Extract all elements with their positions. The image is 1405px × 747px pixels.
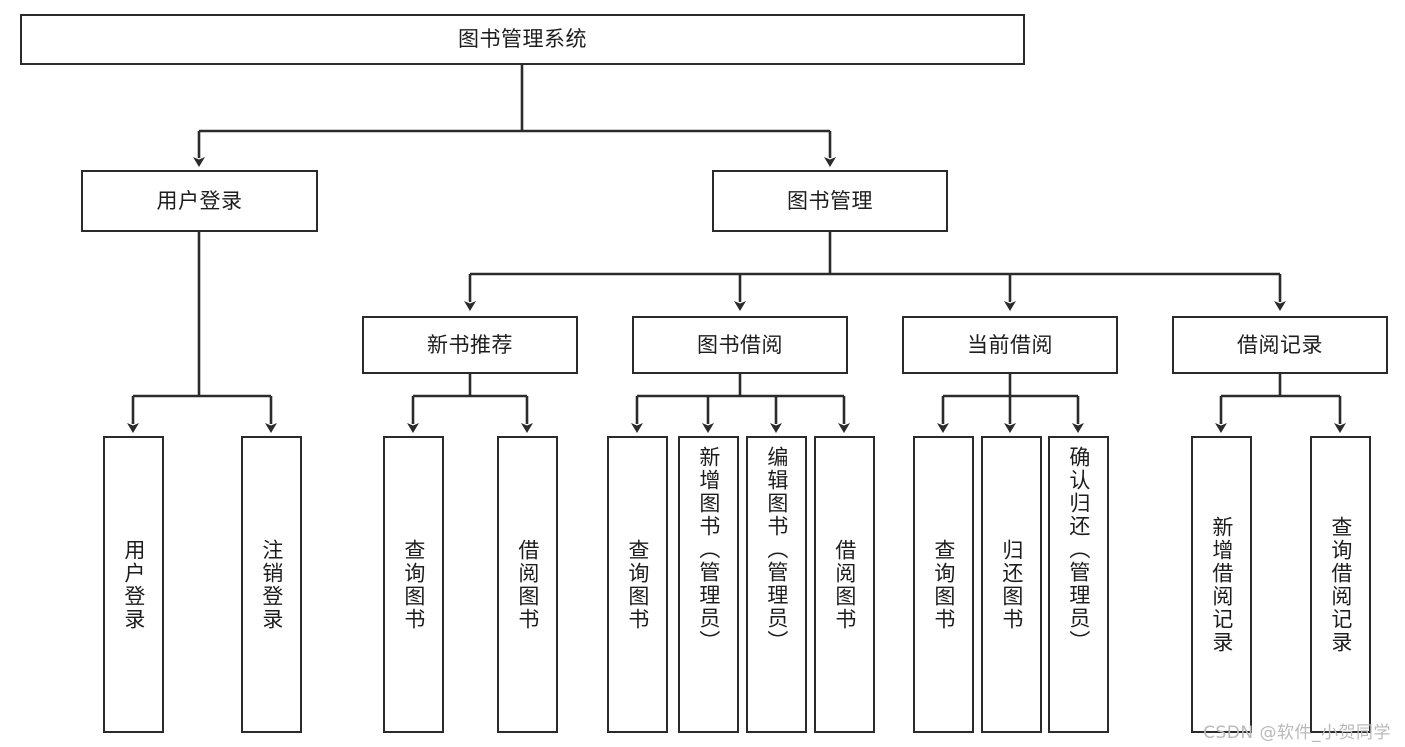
edge-newbook-to-leaves bbox=[407, 374, 533, 433]
node-label: 查询借阅记录 bbox=[1328, 515, 1353, 654]
node-label: 新书推荐 bbox=[427, 332, 513, 357]
node-current-borrow[interactable]: 当前借阅 bbox=[902, 316, 1118, 374]
node-label: 借阅图书 bbox=[515, 538, 540, 631]
node-leaf-user-login[interactable]: 用户登录 bbox=[103, 436, 164, 733]
node-label: 查询图书 bbox=[931, 538, 956, 631]
node-leaf-edit-book[interactable]: 编辑图书（管理员） bbox=[746, 436, 807, 733]
node-new-book-recommend[interactable]: 新书推荐 bbox=[362, 316, 578, 374]
edge-userlogin-to-leaves bbox=[127, 232, 277, 433]
node-leaf-query-book-3[interactable]: 查询图书 bbox=[913, 436, 974, 733]
node-label: 确认归还（管理员） bbox=[1066, 446, 1091, 653]
node-borrow-record[interactable]: 借阅记录 bbox=[1172, 316, 1388, 374]
node-label: 图书管理系统 bbox=[458, 27, 587, 52]
edge-root-to-level2 bbox=[193, 65, 836, 167]
node-label: 借阅图书 bbox=[832, 538, 857, 631]
node-leaf-query-record[interactable]: 查询借阅记录 bbox=[1310, 436, 1371, 733]
node-leaf-borrow-book-2[interactable]: 借阅图书 bbox=[814, 436, 875, 733]
node-label: 用户登录 bbox=[156, 188, 243, 213]
node-book-borrow[interactable]: 图书借阅 bbox=[632, 316, 848, 374]
node-leaf-confirm-return[interactable]: 确认归还（管理员） bbox=[1048, 436, 1109, 733]
node-leaf-add-record[interactable]: 新增借阅记录 bbox=[1191, 436, 1252, 733]
node-label: 查询图书 bbox=[625, 538, 650, 631]
node-leaf-query-book-2[interactable]: 查询图书 bbox=[607, 436, 668, 733]
node-label: 当前借阅 bbox=[967, 332, 1053, 357]
node-label: 用户登录 bbox=[121, 538, 146, 631]
node-leaf-borrow-book-1[interactable]: 借阅图书 bbox=[497, 436, 558, 733]
edge-bookmanage-to-level3 bbox=[464, 232, 1286, 311]
node-leaf-query-book-1[interactable]: 查询图书 bbox=[383, 436, 444, 733]
edge-currentborrow-to-leaves bbox=[937, 374, 1084, 433]
node-user-login[interactable]: 用户登录 bbox=[81, 170, 318, 232]
node-label: 注销登录 bbox=[259, 538, 284, 631]
node-label: 查询图书 bbox=[401, 538, 426, 631]
edge-borrowrecord-to-leaves bbox=[1215, 374, 1346, 433]
node-label: 图书借阅 bbox=[697, 332, 783, 357]
node-label: 编辑图书（管理员） bbox=[764, 446, 789, 653]
node-label: 新增图书（管理员） bbox=[696, 446, 721, 653]
node-book-manage[interactable]: 图书管理 bbox=[712, 170, 948, 232]
node-root-book-management-system[interactable]: 图书管理系统 bbox=[20, 14, 1025, 65]
node-label: 归还图书 bbox=[999, 538, 1024, 631]
node-label: 借阅记录 bbox=[1237, 332, 1323, 357]
node-leaf-logout-login[interactable]: 注销登录 bbox=[241, 436, 302, 733]
edge-bookborrow-to-leaves bbox=[631, 374, 850, 433]
node-leaf-add-book[interactable]: 新增图书（管理员） bbox=[678, 436, 739, 733]
node-label: 图书管理 bbox=[787, 188, 873, 213]
node-leaf-return-book[interactable]: 归还图书 bbox=[981, 436, 1042, 733]
watermark-text: CSDN @软件_小贺同学 bbox=[1203, 723, 1391, 743]
node-label: 新增借阅记录 bbox=[1209, 515, 1234, 654]
